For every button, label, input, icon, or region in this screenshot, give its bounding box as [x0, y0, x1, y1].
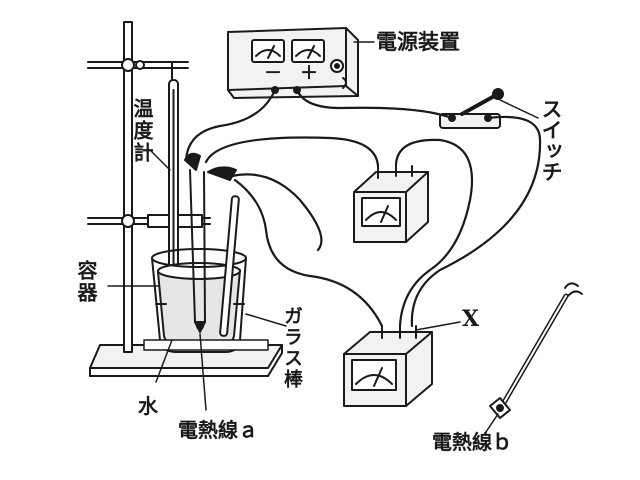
beaker-icon	[143, 248, 269, 353]
heater-a-label: 電熱線ａ	[178, 418, 258, 442]
switch-icon	[439, 88, 504, 129]
thermometer-label: 温度計	[130, 98, 154, 164]
minus-terminal-label: －	[264, 63, 282, 84]
meter-icon	[353, 163, 429, 243]
power-supply-icon	[227, 27, 359, 99]
heating-wire-a-icon	[184, 152, 237, 333]
plus-terminal-label: ＋	[300, 63, 318, 84]
heating-wire-b-icon	[489, 282, 583, 419]
container-label: 容器	[74, 260, 98, 304]
switch-label: スイッチ	[539, 98, 563, 182]
water-label: 水	[138, 394, 158, 418]
meter-x-icon	[343, 325, 433, 407]
glass-rod-icon	[219, 195, 240, 337]
leader-lines	[107, 41, 539, 433]
glass-rod-label: ガラス棒	[281, 306, 303, 390]
circuit-wires	[184, 88, 542, 328]
power-supply-label: 電源装置	[376, 30, 460, 54]
heater-b-label: 電熱線ｂ	[432, 430, 512, 454]
meter-x-label: X	[462, 306, 480, 332]
